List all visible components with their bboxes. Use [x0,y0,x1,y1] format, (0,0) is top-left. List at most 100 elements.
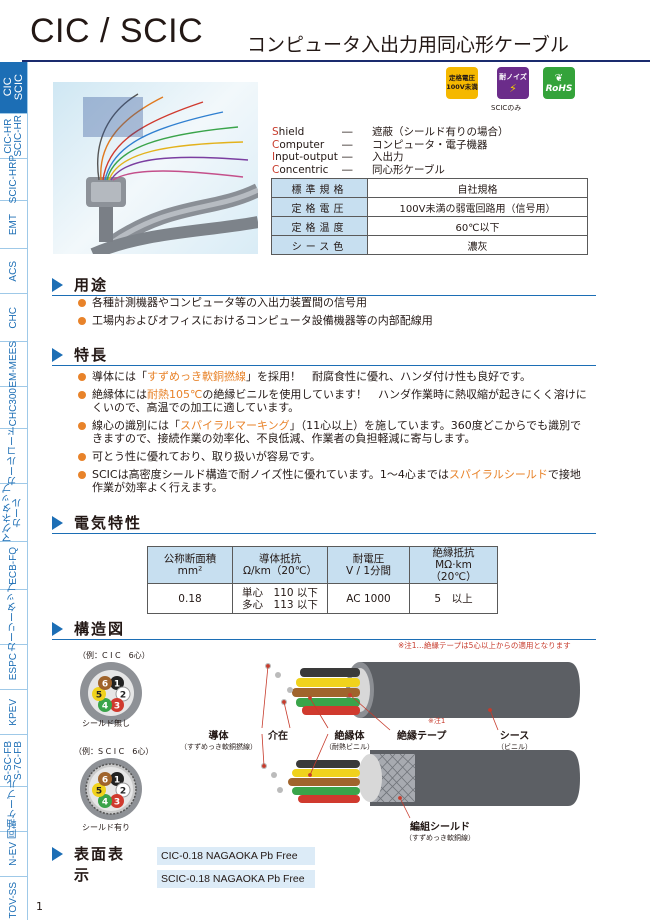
sidebar-tab-label: N-EV [7,842,19,866]
highlight-text: すずめっき軟銅撚線 [147,370,246,383]
sidebar-tab-4[interactable]: ACS [0,249,27,294]
sidebar-tab-6[interactable]: EM-MEES [0,341,27,387]
cic-cross-section: 1 2 3 4 5 6 [80,662,142,724]
sidebar-tab-10[interactable]: ECB-FQ [0,542,27,590]
legend-meaning: 入出力 [372,151,404,163]
section-surface: 表面表示 [52,845,132,884]
section-features: 特長 [52,346,596,366]
sidebar-tab-0[interactable]: CIC SCIC [0,62,27,114]
core-6-label: 6 [102,776,108,786]
sidebar-tab-15[interactable]: 同軸ケーブル [0,779,27,839]
sidebar-tab-16[interactable]: N-EV [0,832,27,877]
spec-label: 定格温度 [271,216,368,236]
section-structure: 構造図 [52,620,596,640]
rohs-text: RoHS [545,83,573,94]
sidebar-tab-7[interactable]: CHC300 [0,387,27,429]
core-2-label: 2 [120,691,126,701]
elec-cell-area: 0.18 [147,583,233,614]
core-1-label: 1 [114,776,120,786]
page-number: 1 [36,900,43,913]
section-usage: 用途 [52,276,596,296]
scic-example-label: （例：S C I C 6心） [74,747,154,756]
leaf-icon: ❦ [554,72,564,84]
section-marker-icon [52,278,63,292]
sidebar-tab-label: ESPC [7,653,19,681]
legend-word: Input-output [272,151,338,163]
core-3-label: 3 [114,798,120,808]
legend-dash: ― [342,138,353,151]
sidebar-tab-2[interactable]: SCIC-HRP [0,155,27,204]
sidebar-tab-label: S-SC-FB S-7C-FB [2,740,24,781]
legend-row: Shield―遮蔽（シールド有りの場合） [272,126,509,139]
sidebar-tab-label: マグネタップ カール [2,482,24,543]
sidebar-tab-12[interactable]: ESPC [0,645,27,690]
core-2-label: 2 [120,787,126,797]
section-electrical-title: 電気特性 [74,514,143,532]
conductor-label: 導体（すずめっき軟銅撚線） [180,731,257,751]
filler-label: 介在 [268,731,288,742]
cable-photo [53,82,258,254]
section-marker-icon [52,348,63,362]
lightning-icon: ⚡ [509,81,517,95]
insulation-tape-label: 絶縁テープ [397,731,447,742]
legend-meaning: コンピュータ・電子機器 [372,138,488,151]
core-5-label: 5 [96,787,102,797]
sidebar-tab-9[interactable]: マグネタップ カール [0,482,27,543]
table-row: 標準規格自社規格 [271,178,588,198]
sidebar-rule [27,62,28,920]
cable-structure-diagram [261,662,580,819]
sidebar-tab-label: CHC [7,306,19,329]
spec-label: シース色 [271,235,368,255]
surface-marking-scic: SCIC-0.18 NAGAOKA Pb Free [157,870,315,888]
sidebar-tab-14[interactable]: S-SC-FB S-7C-FB [0,735,27,787]
insulation-label: 絶縁体（耐熱ビニル） [325,731,374,751]
spec-value: 濃灰 [367,235,588,255]
legend-meaning: 同心形ケーブル [372,163,445,176]
sidebar-tab-8[interactable]: カールコード [0,426,27,486]
spec-label: 定格電圧 [271,197,368,217]
legend-dash: ― [342,151,353,163]
legend-dash: ― [342,163,353,176]
elec-cell-insulation: 5 以上 [409,583,498,614]
rated-voltage-badge: 定格電圧 100V未満 [446,67,478,99]
highlight-text: 耐熱105℃ [147,388,203,401]
section-marker-icon [52,516,63,530]
legend-dash: ― [342,126,353,138]
sidebar-tab-5[interactable]: CHC [0,294,27,342]
sidebar-tab-17[interactable]: TOV-SS [0,877,27,920]
core-5-label: 5 [96,691,102,701]
section-marker-icon [52,622,63,636]
surface-marking-cic: CIC-0.18 NAGAOKA Pb Free [157,847,315,865]
sidebar-tab-label: カールコード [7,426,19,486]
scic-caption: シールド有り [82,823,130,832]
section-surface-title: 表面表示 [74,845,126,884]
sidebar-tab-3[interactable]: EMT [0,201,27,249]
rated-voltage-text: 定格電圧 100V未満 [446,74,478,91]
braided-shield-label: 編組シールド（すずめっき軟銅線） [405,822,475,842]
section-structure-title: 構造図 [74,620,126,638]
spec-value: 自社規格 [367,178,588,198]
sidebar-tab-1[interactable]: CIC-HR SCIC-HR [0,114,27,159]
header-rule [22,60,650,62]
table-row: 0.18 単心 110 以下多心 113 以下 AC 1000 5 以上 [147,583,498,614]
features-list: 導体には「すずめっき軟銅撚線」を採用！ 耐腐食性に優れ、ハンダ付け性も良好です。… [78,370,588,499]
core-4-label: 4 [102,798,108,808]
section-electrical: 電気特性 [52,514,596,534]
sidebar-tab-label: TOV-SS [7,882,19,919]
cic-caption: シールド無し [82,719,130,728]
sidebar-tab-13[interactable]: KPEV [0,690,27,735]
page-subtitle: コンピュータ入出力用同心形ケーブル [247,34,569,56]
sidebar-tab-label: KPEV [7,698,19,726]
list-item: 各種計測機器やコンピュータ等の入出力装置間の信号用 [78,296,588,309]
elec-cell-voltage: AC 1000 [327,583,410,614]
table-row: シース色濃灰 [271,235,588,255]
sidebar-tab-11[interactable]: カーリータップ [0,582,27,652]
name-legend: Shield―遮蔽（シールド有りの場合）Computer―コンピュータ・電子機器… [272,126,509,176]
cable-photo-illustration [83,93,258,254]
noise-note: SCICのみ [491,104,522,112]
sidebar-tab-label: 同軸ケーブル [7,779,19,839]
structure-note: ※注1…絶縁テープは5心以上からの適用となります [398,641,571,650]
